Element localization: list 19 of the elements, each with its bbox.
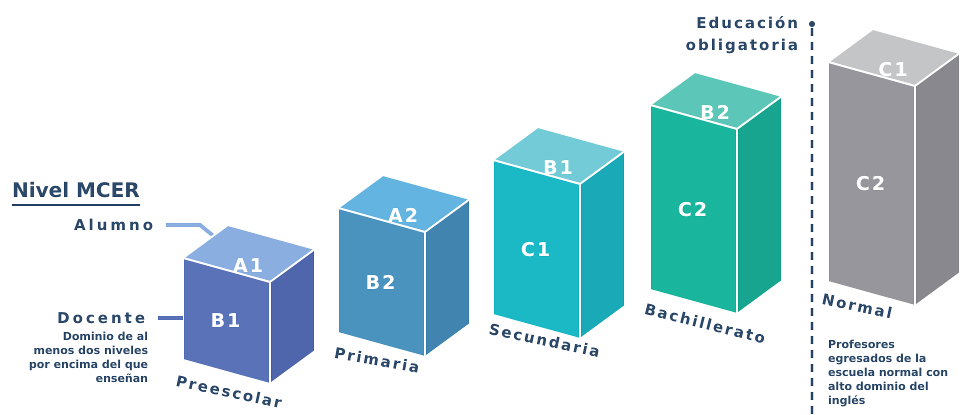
school-level-label: Primaria	[332, 344, 423, 377]
level-code: B2	[700, 102, 732, 124]
section-label: Educación obligatoria	[684, 13, 800, 56]
level-code: C2	[678, 198, 710, 220]
level-code: A1	[233, 254, 265, 276]
leader-line	[158, 316, 183, 320]
heading: Nivel MCER	[12, 178, 140, 206]
note-text: Dominio de al menos dos niveles por encima del que enseñan	[28, 330, 148, 386]
school-level-label: Normal	[820, 290, 896, 323]
level-code: B1	[210, 310, 242, 332]
level-code: A2	[388, 204, 420, 226]
level-code: C2	[856, 173, 888, 195]
row-label: Alumno	[74, 216, 156, 234]
level-code: C1	[520, 238, 552, 260]
row-label: Docente	[56, 309, 148, 327]
level-code: B1	[543, 156, 575, 178]
level-code: B2	[366, 272, 398, 294]
note-text: Profesores egresados de la escuela normal con alto dominio del inglés	[828, 338, 950, 408]
level-code: C1	[878, 58, 910, 80]
